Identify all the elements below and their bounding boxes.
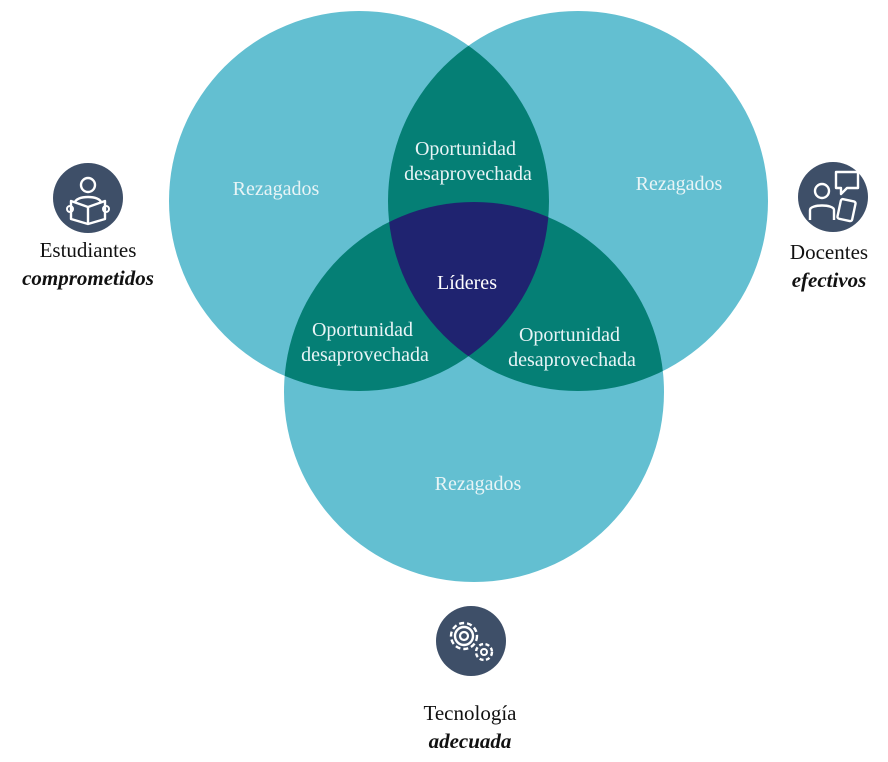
students-dimension-label: Estudiantes comprometidos (0, 236, 176, 292)
students-technology-label-line1: Oportunidad (312, 319, 413, 341)
students-teachers-label: Oportunidad desaprovechada (404, 138, 532, 185)
students-dimension-line1: Estudiantes (39, 238, 137, 262)
teachers-technology-label-line2: desaprovechada (508, 349, 636, 371)
teachers-circle-label: Rezagados (636, 173, 723, 195)
students-technology-overlap (284, 202, 549, 391)
gears-icon (436, 606, 506, 676)
teacher-dialogue-icon (798, 162, 868, 232)
technology-dimension-line2: adecuada (428, 729, 512, 753)
technology-circle-label: Rezagados (435, 473, 522, 495)
students-teachers-label-line1: Oportunidad (415, 138, 516, 160)
students-technology-label-line2: desaprovechada (301, 344, 429, 366)
technology-dimension-label: Tecnología adecuada (380, 699, 560, 755)
teachers-dimension-line1: Docentes (789, 240, 869, 264)
teachers-technology-label-line1: Oportunidad (519, 324, 620, 346)
technology-dimension-line1: Tecnología (423, 701, 517, 725)
students-technology-label: Oportunidad desaprovechada (301, 319, 429, 366)
teachers-technology-label: Oportunidad desaprovechada (508, 324, 636, 371)
teachers-dimension-line2: efectivos (791, 268, 867, 292)
students-circle-label: Rezagados (233, 178, 320, 200)
teachers-dimension-label: Docentes efectivos (770, 238, 888, 294)
center-label: Líderes (437, 272, 497, 294)
teachers-technology-overlap (388, 202, 664, 391)
students-teachers-label-line2: desaprovechada (404, 163, 532, 185)
students-dimension-line2: comprometidos (22, 266, 154, 290)
student-reading-icon (53, 163, 123, 233)
